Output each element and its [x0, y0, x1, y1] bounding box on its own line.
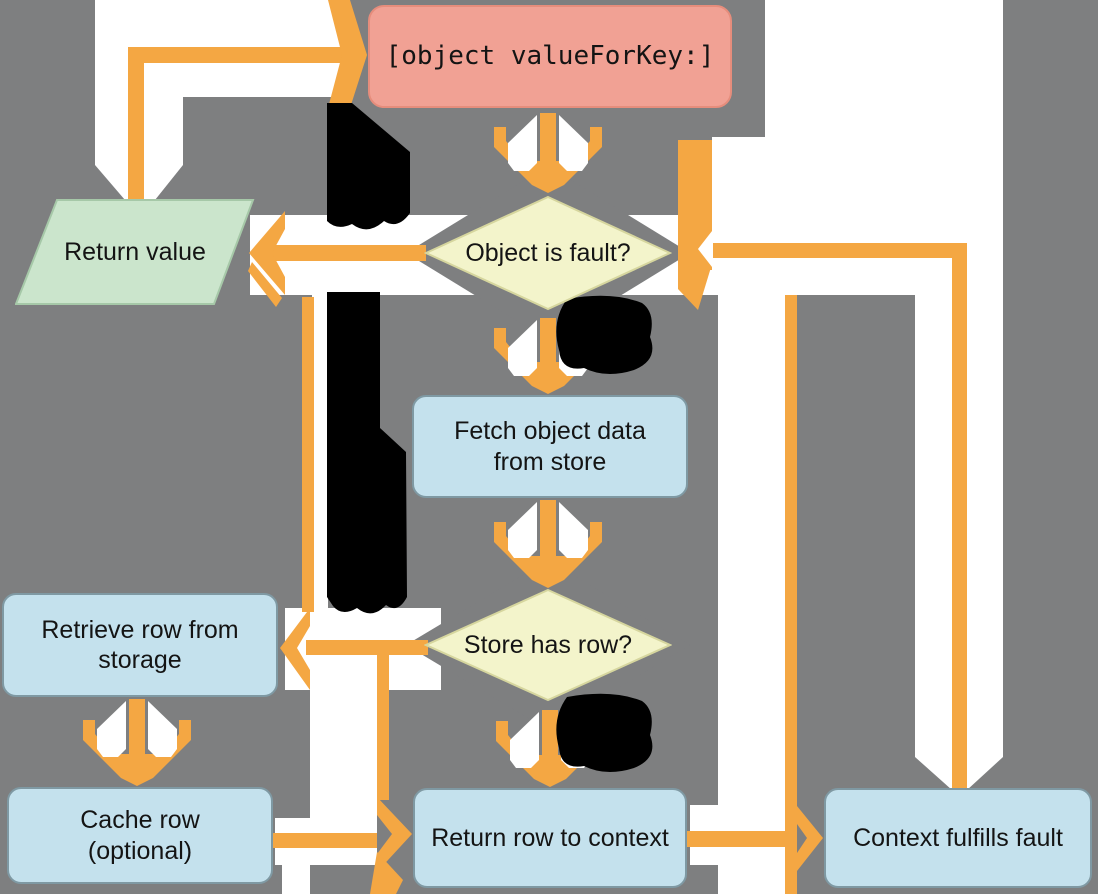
node-context-fulfills: Context fulfills fault [824, 788, 1092, 888]
node-label: Object is fault? [465, 238, 631, 267]
node-label: Return value [64, 237, 206, 266]
node-label: Retrieve row from storage [41, 615, 239, 675]
arrowhead-into-valueforkey [328, 0, 367, 108]
node-label: Store has row? [463, 630, 633, 659]
connector-fetch-to-storehasrow [494, 500, 602, 588]
arrowhead-into-return-row [377, 797, 412, 872]
node-label: Context fulfills fault [853, 823, 1063, 852]
ink-blob-column [327, 292, 407, 614]
arrowhead-into-return-value [249, 211, 285, 295]
orange-arrows [128, 0, 967, 894]
node-return-value: Return value [15, 199, 255, 305]
node-fetch-object-data: Fetch object data from store [412, 395, 688, 498]
ink-blob-fault-no [556, 295, 653, 375]
node-label: [object valueForKey:] [385, 40, 715, 71]
diamond-shape [424, 588, 672, 702]
ink-blob-storerow-no [556, 693, 653, 773]
diamond-shape [424, 195, 672, 311]
ink-blob-top [327, 103, 410, 230]
node-object-valueforkey: [object valueForKey:] [368, 5, 732, 108]
node-return-row: Return row to context [413, 788, 687, 888]
node-retrieve-row: Retrieve row from storage [2, 593, 278, 697]
node-cache-row: Cache row (optional) [7, 787, 273, 884]
ink-blobs [327, 103, 653, 773]
connector-retrieve-to-cache [83, 699, 191, 786]
node-label: Cache row (optional) [80, 806, 200, 865]
parallelogram-shape [15, 199, 255, 305]
node-object-is-fault: Object is fault? [424, 195, 672, 311]
node-label: Return row to context [431, 823, 669, 852]
arrowhead-into-context [797, 806, 823, 871]
arrowhead-into-retrieve-row [280, 608, 310, 690]
node-store-has-row: Store has row? [424, 588, 672, 702]
node-label: Fetch object data from store [454, 417, 646, 476]
connector-valueforkey-to-fault [494, 113, 602, 193]
